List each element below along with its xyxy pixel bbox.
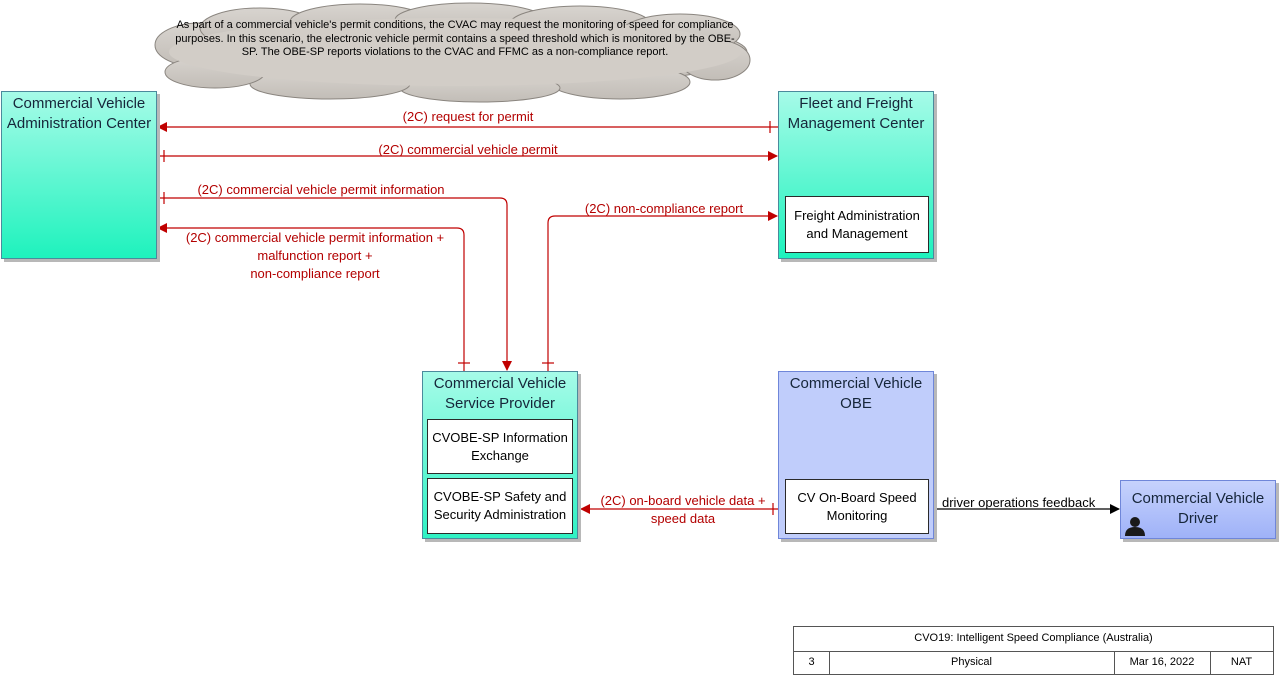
driver-title: Commercial Vehicle Driver bbox=[1131, 490, 1265, 527]
flow-permit-info-reports bbox=[157, 223, 465, 372]
ffmc-title: Fleet and Freight Management Center bbox=[787, 95, 925, 132]
label-permit-info-reports-1: (2C) commercial vehicle permit informati… bbox=[185, 230, 445, 245]
title-block: CVO19: Intelligent Speed Compliance (Aus… bbox=[793, 626, 1274, 675]
title-block-date: Mar 16, 2022 bbox=[1129, 656, 1195, 668]
label-obe-data-1: (2C) on-board vehicle data + bbox=[600, 493, 766, 508]
ffmc-box[interactable]: Fleet and Freight Management Center Frei… bbox=[778, 91, 934, 259]
cvsp-box[interactable]: Commercial Vehicle Service Provider CVOB… bbox=[422, 371, 578, 539]
title-block-view: Physical bbox=[951, 656, 992, 668]
label-request-permit: (2C) request for permit bbox=[402, 109, 534, 124]
title-block-title: CVO19: Intelligent Speed Compliance (Aus… bbox=[914, 632, 1153, 644]
flow-permit-info bbox=[155, 197, 512, 371]
note-text: As part of a commercial vehicle's permit… bbox=[175, 19, 735, 58]
cvsp-sub-info-exchange[interactable]: CVOBE-SP Information Exchange bbox=[427, 419, 573, 474]
person-icon bbox=[1125, 517, 1145, 536]
cvac-box[interactable]: Commercial Vehicle Administration Center bbox=[1, 91, 157, 259]
label-noncompliance: (2C) non-compliance report bbox=[584, 201, 744, 216]
cvac-title: Commercial Vehicle Administration Center bbox=[6, 95, 152, 132]
ffmc-sub-freight-admin[interactable]: Freight Administration and Management bbox=[785, 196, 929, 253]
label-permit-info: (2C) commercial vehicle permit informati… bbox=[197, 182, 445, 197]
driver-box[interactable]: Commercial Vehicle Driver bbox=[1120, 480, 1276, 539]
label-permit-info-reports-2: malfunction report + bbox=[257, 248, 373, 263]
obe-box[interactable]: Commercial Vehicle OBE CV On-Board Speed… bbox=[778, 371, 934, 539]
label-cv-permit: (2C) commercial vehicle permit bbox=[378, 142, 558, 157]
obe-sub-speed-monitoring[interactable]: CV On-Board Speed Monitoring bbox=[785, 479, 929, 534]
obe-title: Commercial Vehicle OBE bbox=[789, 375, 923, 412]
cvsp-title: Commercial Vehicle Service Provider bbox=[433, 375, 567, 412]
title-block-scope: NAT bbox=[1230, 656, 1253, 668]
label-obe-data-2: speed data bbox=[650, 511, 716, 526]
title-block-number: 3 bbox=[808, 656, 815, 668]
label-driver-feedback: driver operations feedback bbox=[942, 495, 1096, 510]
cvsp-sub-safety-security[interactable]: CVOBE-SP Safety and Security Administrat… bbox=[427, 478, 573, 534]
flow-noncompliance bbox=[547, 211, 778, 372]
label-permit-info-reports-3: non-compliance report bbox=[250, 266, 380, 281]
